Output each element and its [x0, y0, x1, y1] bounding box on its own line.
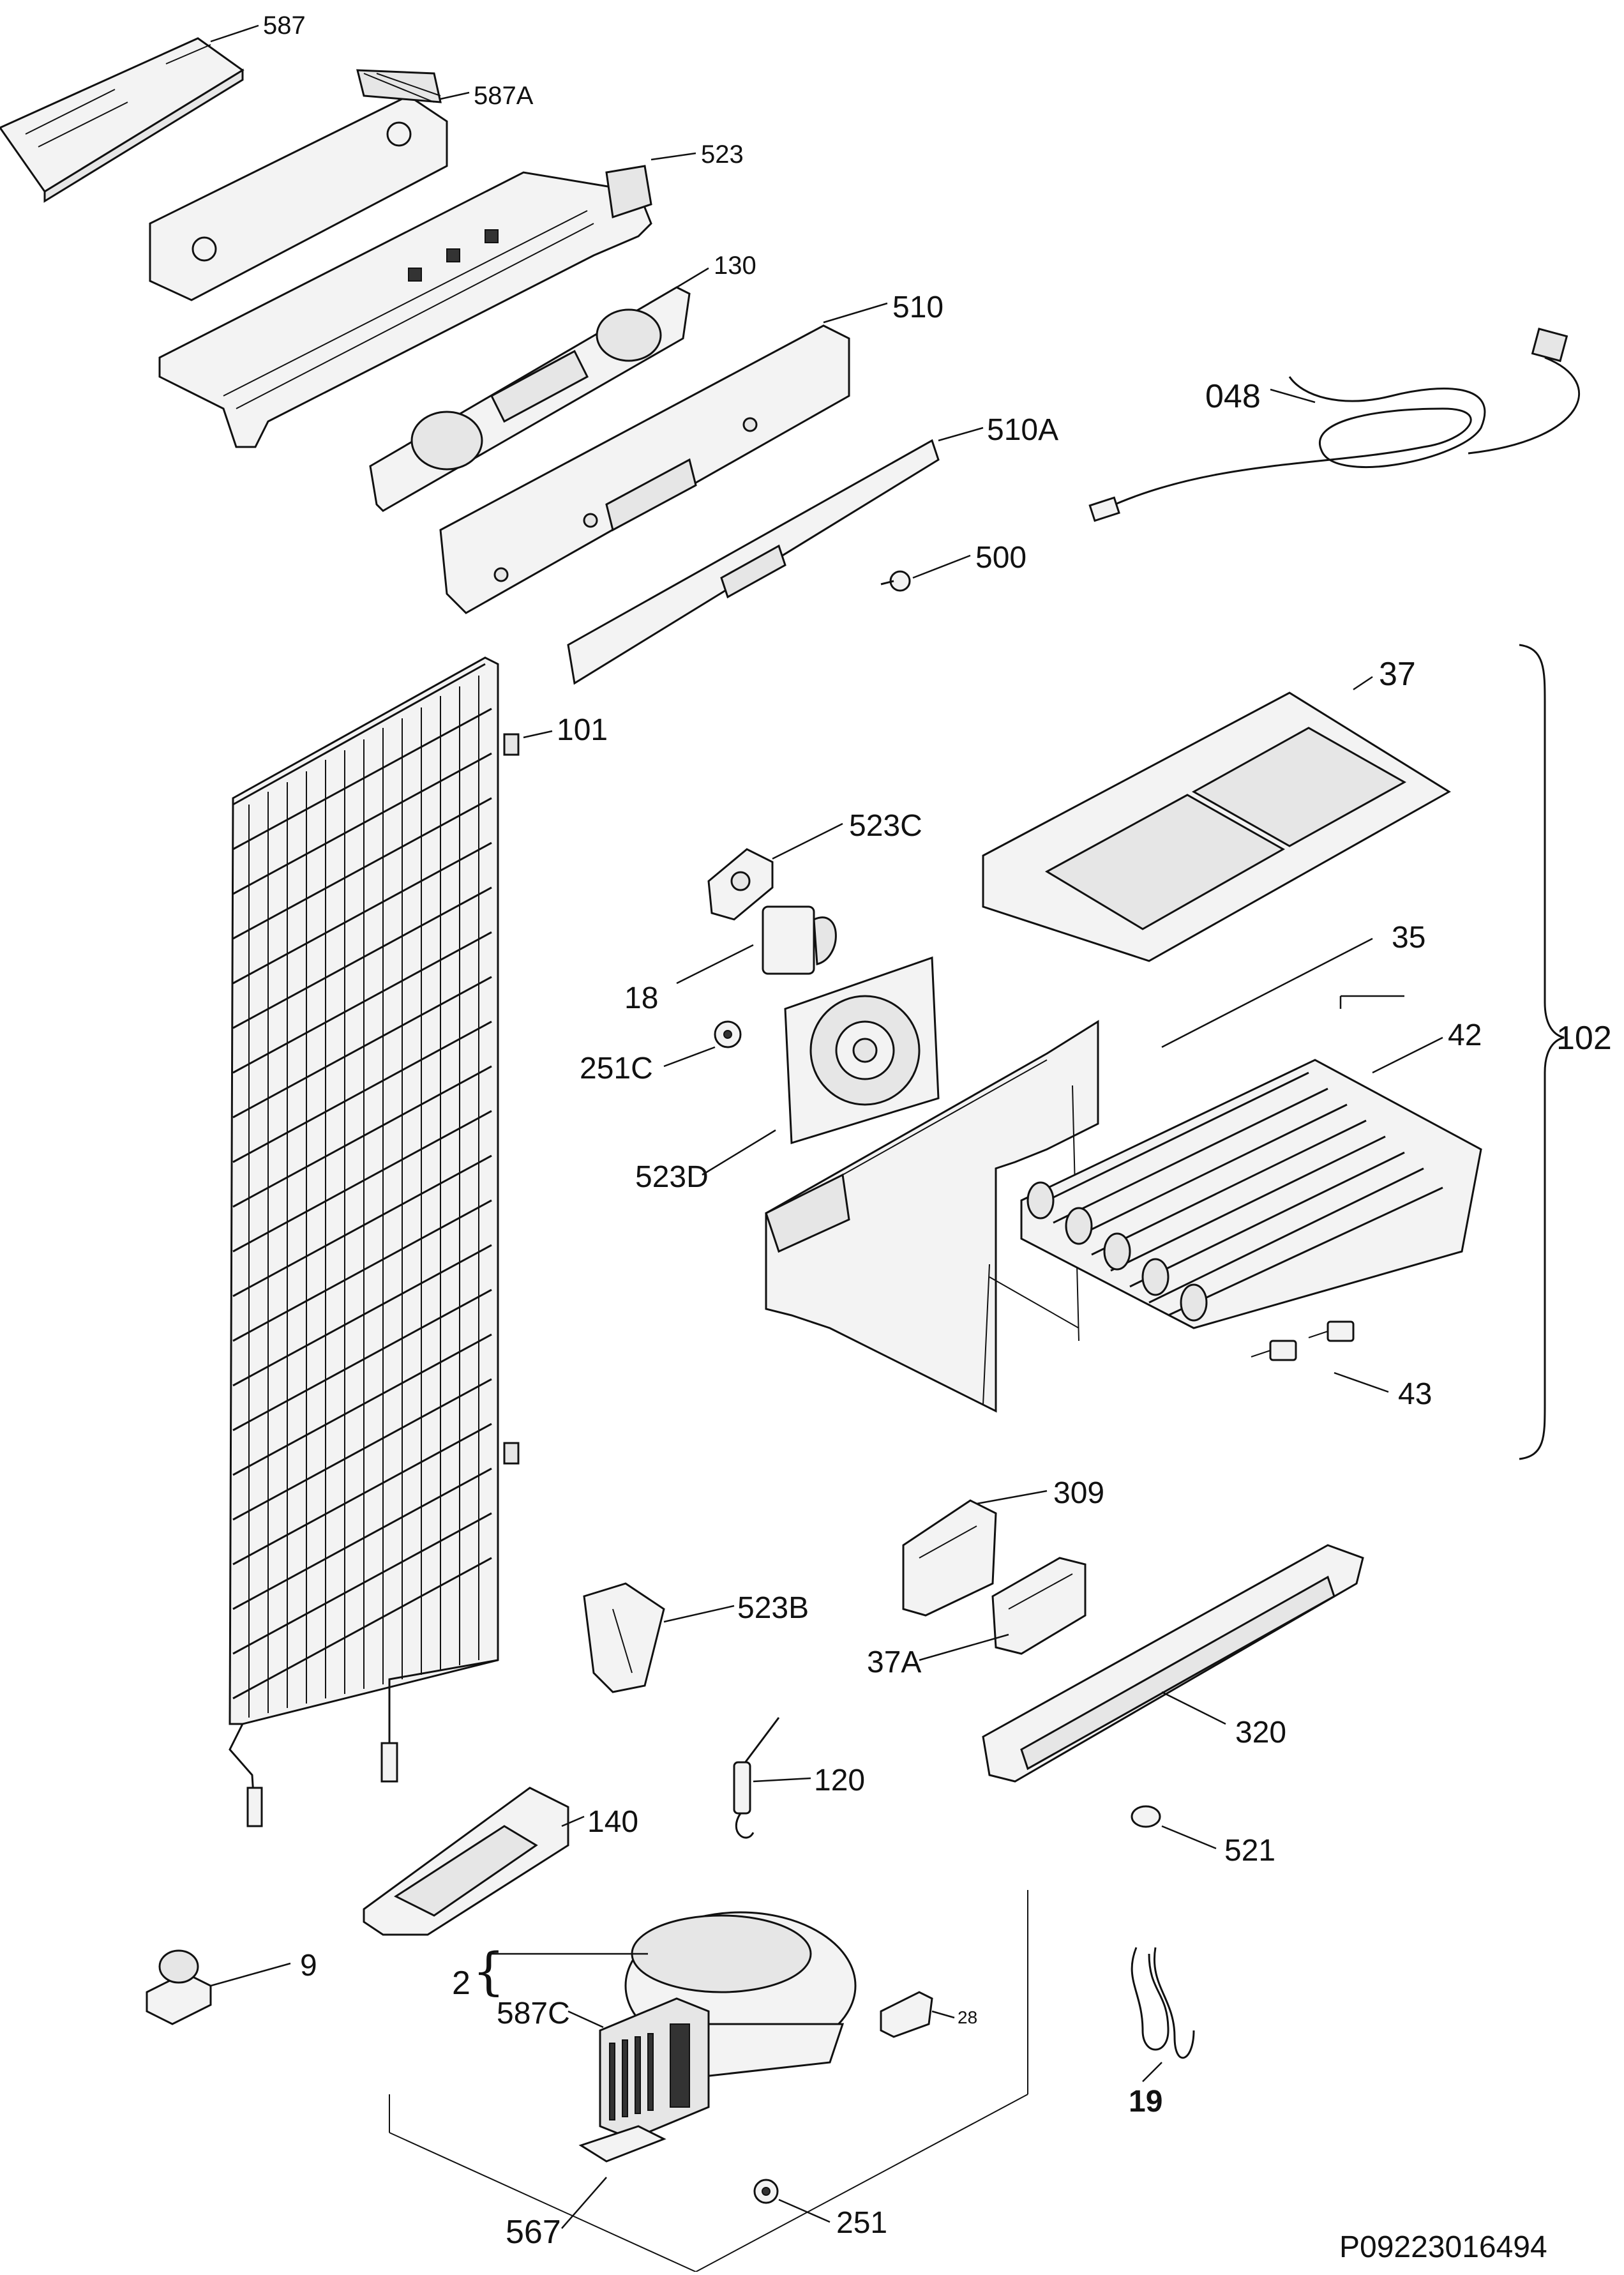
part-320-rail: [982, 1544, 1364, 1783]
brace-2: {: [472, 1942, 505, 2001]
label-523c: 523C: [849, 809, 922, 843]
label-251: 251: [836, 2206, 888, 2240]
part-567-plate: [561, 2125, 666, 2229]
part-43-connectors: [1251, 1320, 1389, 1393]
label-43: 43: [1398, 1377, 1432, 1411]
label-9: 9: [300, 1949, 317, 1983]
label-587c: 587C: [497, 1997, 570, 2030]
label-2: 2: [452, 1965, 470, 2002]
label-37: 37: [1379, 656, 1416, 693]
part-309-module: [902, 1490, 1048, 1617]
part-130-faceplate: [369, 267, 709, 512]
label-523d: 523D: [635, 1160, 709, 1194]
part-140-tray: [363, 1787, 585, 1936]
label-587: 587: [263, 11, 306, 40]
label-587a: 587A: [474, 82, 534, 110]
part-9-clamp: [146, 1949, 291, 2025]
label-567: 567: [506, 2214, 561, 2251]
label-140: 140: [587, 1805, 639, 1839]
label-309: 309: [1053, 1476, 1105, 1510]
label-101: 101: [557, 713, 608, 747]
part-42-evaporator: [1020, 1036, 1482, 1329]
label-130: 130: [714, 252, 756, 280]
label-523: 523: [701, 140, 744, 169]
label-18: 18: [624, 981, 659, 1015]
drawing-id: P09223016494: [1339, 2230, 1547, 2264]
label-35: 35: [1392, 921, 1426, 955]
part-521-ring: [1131, 1805, 1217, 1850]
part-28-bracket: [880, 1991, 955, 2038]
bracket-102: [1519, 644, 1565, 1460]
part-587c-relay: [568, 1997, 710, 2140]
label-42: 42: [1448, 1018, 1482, 1052]
part-101-condenser: [229, 656, 553, 1827]
part-120-probe: [733, 1717, 811, 1839]
part-19-heater: [1131, 1947, 1195, 2082]
part-048-sensor-cable: [1088, 328, 1581, 522]
part-37a-module: [919, 1557, 1086, 1661]
part-510a-strip: [567, 427, 984, 685]
part-500-screw: [880, 554, 971, 592]
part-587a-board: [149, 69, 470, 301]
part-37-cover: [982, 676, 1451, 962]
part-523d-fan-housing: [702, 956, 940, 1176]
label-521: 521: [1224, 1834, 1276, 1868]
label-510a: 510A: [987, 413, 1059, 447]
part-35-evaporator-tray: [765, 937, 1404, 1413]
part-523c-bracket: [707, 822, 843, 921]
label-048: 048: [1205, 378, 1261, 415]
part-510-panel: [439, 302, 888, 614]
part-18-fan-motor: [676, 905, 837, 985]
part-523b-bracket: [583, 1582, 735, 1693]
label-320: 320: [1235, 1716, 1287, 1750]
label-523b: 523B: [737, 1591, 809, 1625]
label-251c: 251C: [580, 1052, 653, 1085]
part-587-pcb: [0, 24, 259, 203]
label-37a: 37A: [867, 1645, 922, 1679]
label-500: 500: [975, 541, 1027, 575]
label-28: 28: [958, 2007, 978, 2027]
label-102: 102: [1556, 1020, 1612, 1057]
part-251-grommet: [753, 2179, 831, 2223]
label-120: 120: [814, 1764, 866, 1797]
label-510: 510: [892, 291, 944, 324]
part-523-housing: [158, 152, 696, 448]
label-19: 19: [1129, 2085, 1163, 2119]
part-251c-fan-blade: [663, 1020, 742, 1068]
assembly-boundary: [389, 1890, 1028, 2272]
